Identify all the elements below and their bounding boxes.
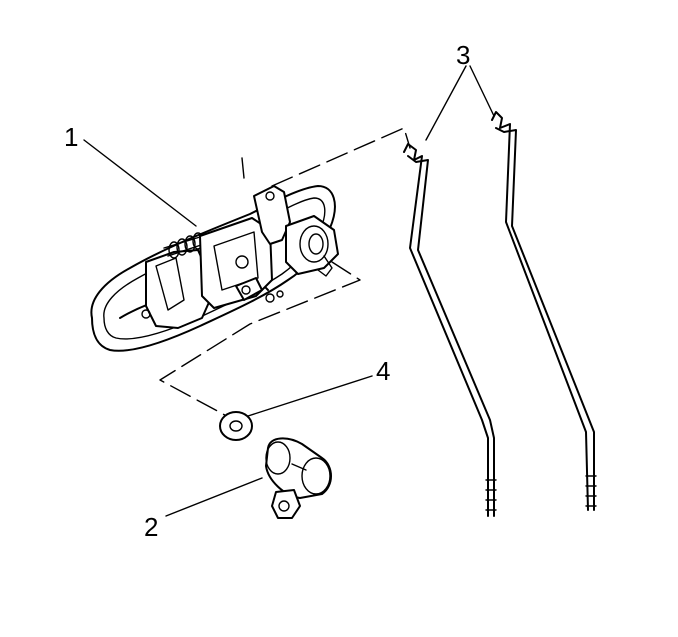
alignment-dash-lines <box>159 127 411 421</box>
actuator-rod-left <box>403 143 497 517</box>
callout-1: 1 <box>64 122 78 152</box>
callout-2: 2 <box>144 512 158 542</box>
door-handle-assembly <box>90 185 339 352</box>
leader-lines <box>83 65 495 517</box>
washer <box>219 411 253 441</box>
callout-4: 4 <box>376 356 390 386</box>
actuator-rod-right <box>491 111 597 511</box>
callout-3: 3 <box>456 40 470 70</box>
callout-labels: 1 2 3 4 <box>64 40 470 542</box>
lock-cylinder <box>265 437 332 519</box>
